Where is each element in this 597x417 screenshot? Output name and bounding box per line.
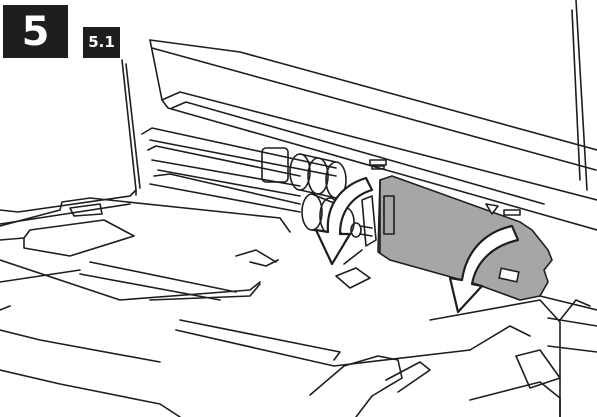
- step-number-badge: 5: [3, 5, 68, 58]
- cover-tab: [383, 195, 395, 235]
- printer-left-panel: [0, 59, 141, 241]
- upper-pick-roller: [261, 147, 289, 183]
- rotate-down-arrow-icon: [314, 176, 374, 266]
- rotate-down-arrow-icon: [448, 224, 520, 314]
- printer-right-frame: [469, 295, 597, 417]
- printer-lid: [149, 0, 597, 231]
- shaft-bracket: [335, 195, 377, 289]
- substep-number-badge: 5.1: [83, 27, 120, 58]
- cover-slot: [498, 267, 520, 283]
- roller-assembly: [141, 127, 387, 238]
- paper-tray: [0, 197, 561, 417]
